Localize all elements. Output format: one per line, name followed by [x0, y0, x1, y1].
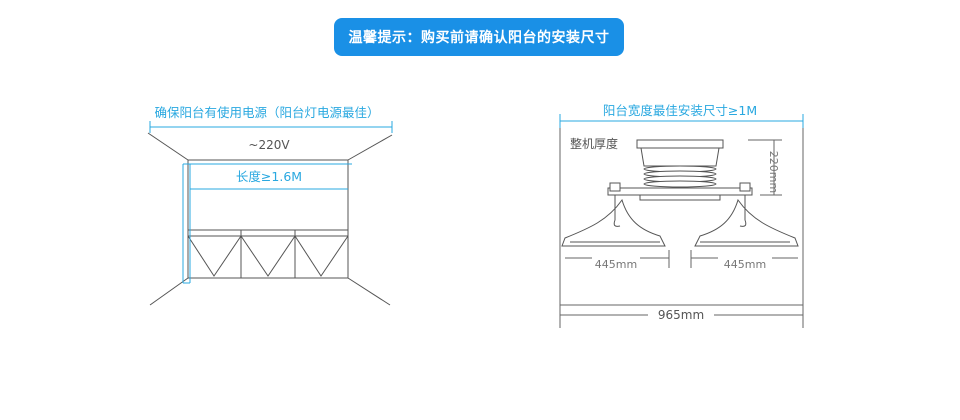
length-requirement-label: 长度≥1.6M: [236, 169, 302, 184]
height-marker: [748, 139, 782, 196]
voltage-label: ~220V: [248, 138, 290, 152]
title-bracket: [559, 114, 804, 128]
left-span-label: 445mm: [595, 258, 637, 271]
tip-banner: 温馨提示：购买前请确认阳台的安装尺寸: [334, 18, 624, 56]
height-dimension-label: 220mm: [767, 151, 780, 193]
motor-unit: [607, 139, 753, 201]
total-width-label: 965mm: [658, 308, 704, 322]
width-requirement-title: 阳台宽度最佳安装尺寸≥1M: [603, 103, 757, 118]
right-span-label: 445mm: [724, 258, 766, 271]
dimension-frame: [559, 128, 804, 328]
title-bracket: [149, 121, 393, 133]
balcony-outline: [147, 132, 393, 306]
length-indicator: [182, 163, 352, 284]
span-marks: [565, 250, 798, 268]
hangers: [561, 195, 799, 247]
balcony-power-diagram: 确保阳台有使用电源（阳台灯电源最佳） ~220V: [147, 105, 393, 306]
dryer-dimension-diagram: 阳台宽度最佳安装尺寸≥1M 整机厚度: [559, 103, 804, 328]
power-requirement-title: 确保阳台有使用电源（阳台灯电源最佳）: [154, 105, 379, 120]
thickness-label: 整机厚度: [570, 136, 618, 151]
